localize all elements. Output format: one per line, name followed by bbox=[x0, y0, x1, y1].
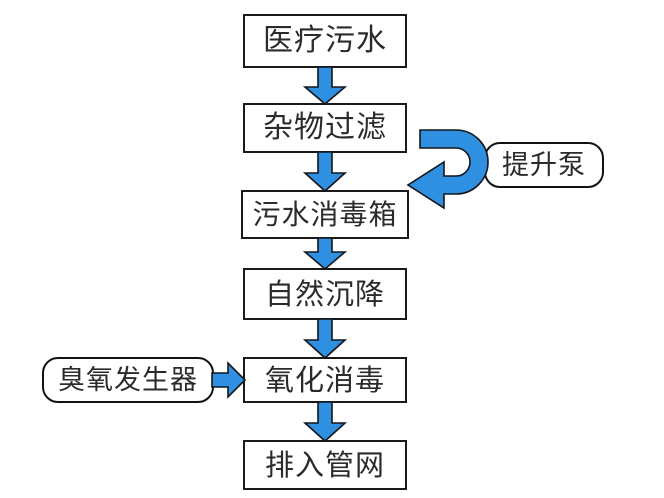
arrow-down-icon-tank-to-settling bbox=[302, 237, 348, 271]
node-label: 污水消毒箱 bbox=[252, 197, 398, 231]
process-node-oxidation-disinfection[interactable]: 氧化消毒 bbox=[243, 357, 407, 403]
node-label: 臭氧发生器 bbox=[58, 364, 198, 396]
equipment-node-ozone-generator[interactable]: 臭氧发生器 bbox=[42, 357, 214, 403]
arrow-down-icon-medical-to-filter bbox=[302, 66, 348, 106]
node-label: 氧化消毒 bbox=[264, 362, 385, 397]
node-label: 自然沉降 bbox=[264, 276, 385, 311]
equipment-node-lift-pump[interactable]: 提升泵 bbox=[484, 142, 604, 188]
node-label: 提升泵 bbox=[502, 149, 586, 181]
arrow-down-icon-settling-to-oxidation bbox=[302, 318, 348, 360]
arrow-curved-uturn-icon-lift-pump bbox=[406, 129, 489, 210]
node-label: 排入管网 bbox=[264, 447, 385, 482]
arrow-down-icon-oxidation-to-discharge bbox=[302, 401, 348, 443]
process-node-discharge-pipe[interactable]: 排入管网 bbox=[243, 440, 407, 490]
node-label: 杂物过滤 bbox=[263, 110, 387, 145]
process-node-natural-settling[interactable]: 自然沉降 bbox=[243, 268, 407, 320]
process-node-disinfection-tank[interactable]: 污水消毒箱 bbox=[241, 190, 409, 239]
arrow-down-icon-filter-to-tank bbox=[302, 151, 348, 193]
process-node-debris-filter[interactable]: 杂物过滤 bbox=[243, 103, 407, 153]
node-label: 医疗污水 bbox=[263, 23, 387, 58]
process-node-medical-wastewater[interactable]: 医疗污水 bbox=[243, 14, 407, 68]
arrow-right-icon-ozone-to-oxidation bbox=[211, 361, 247, 399]
